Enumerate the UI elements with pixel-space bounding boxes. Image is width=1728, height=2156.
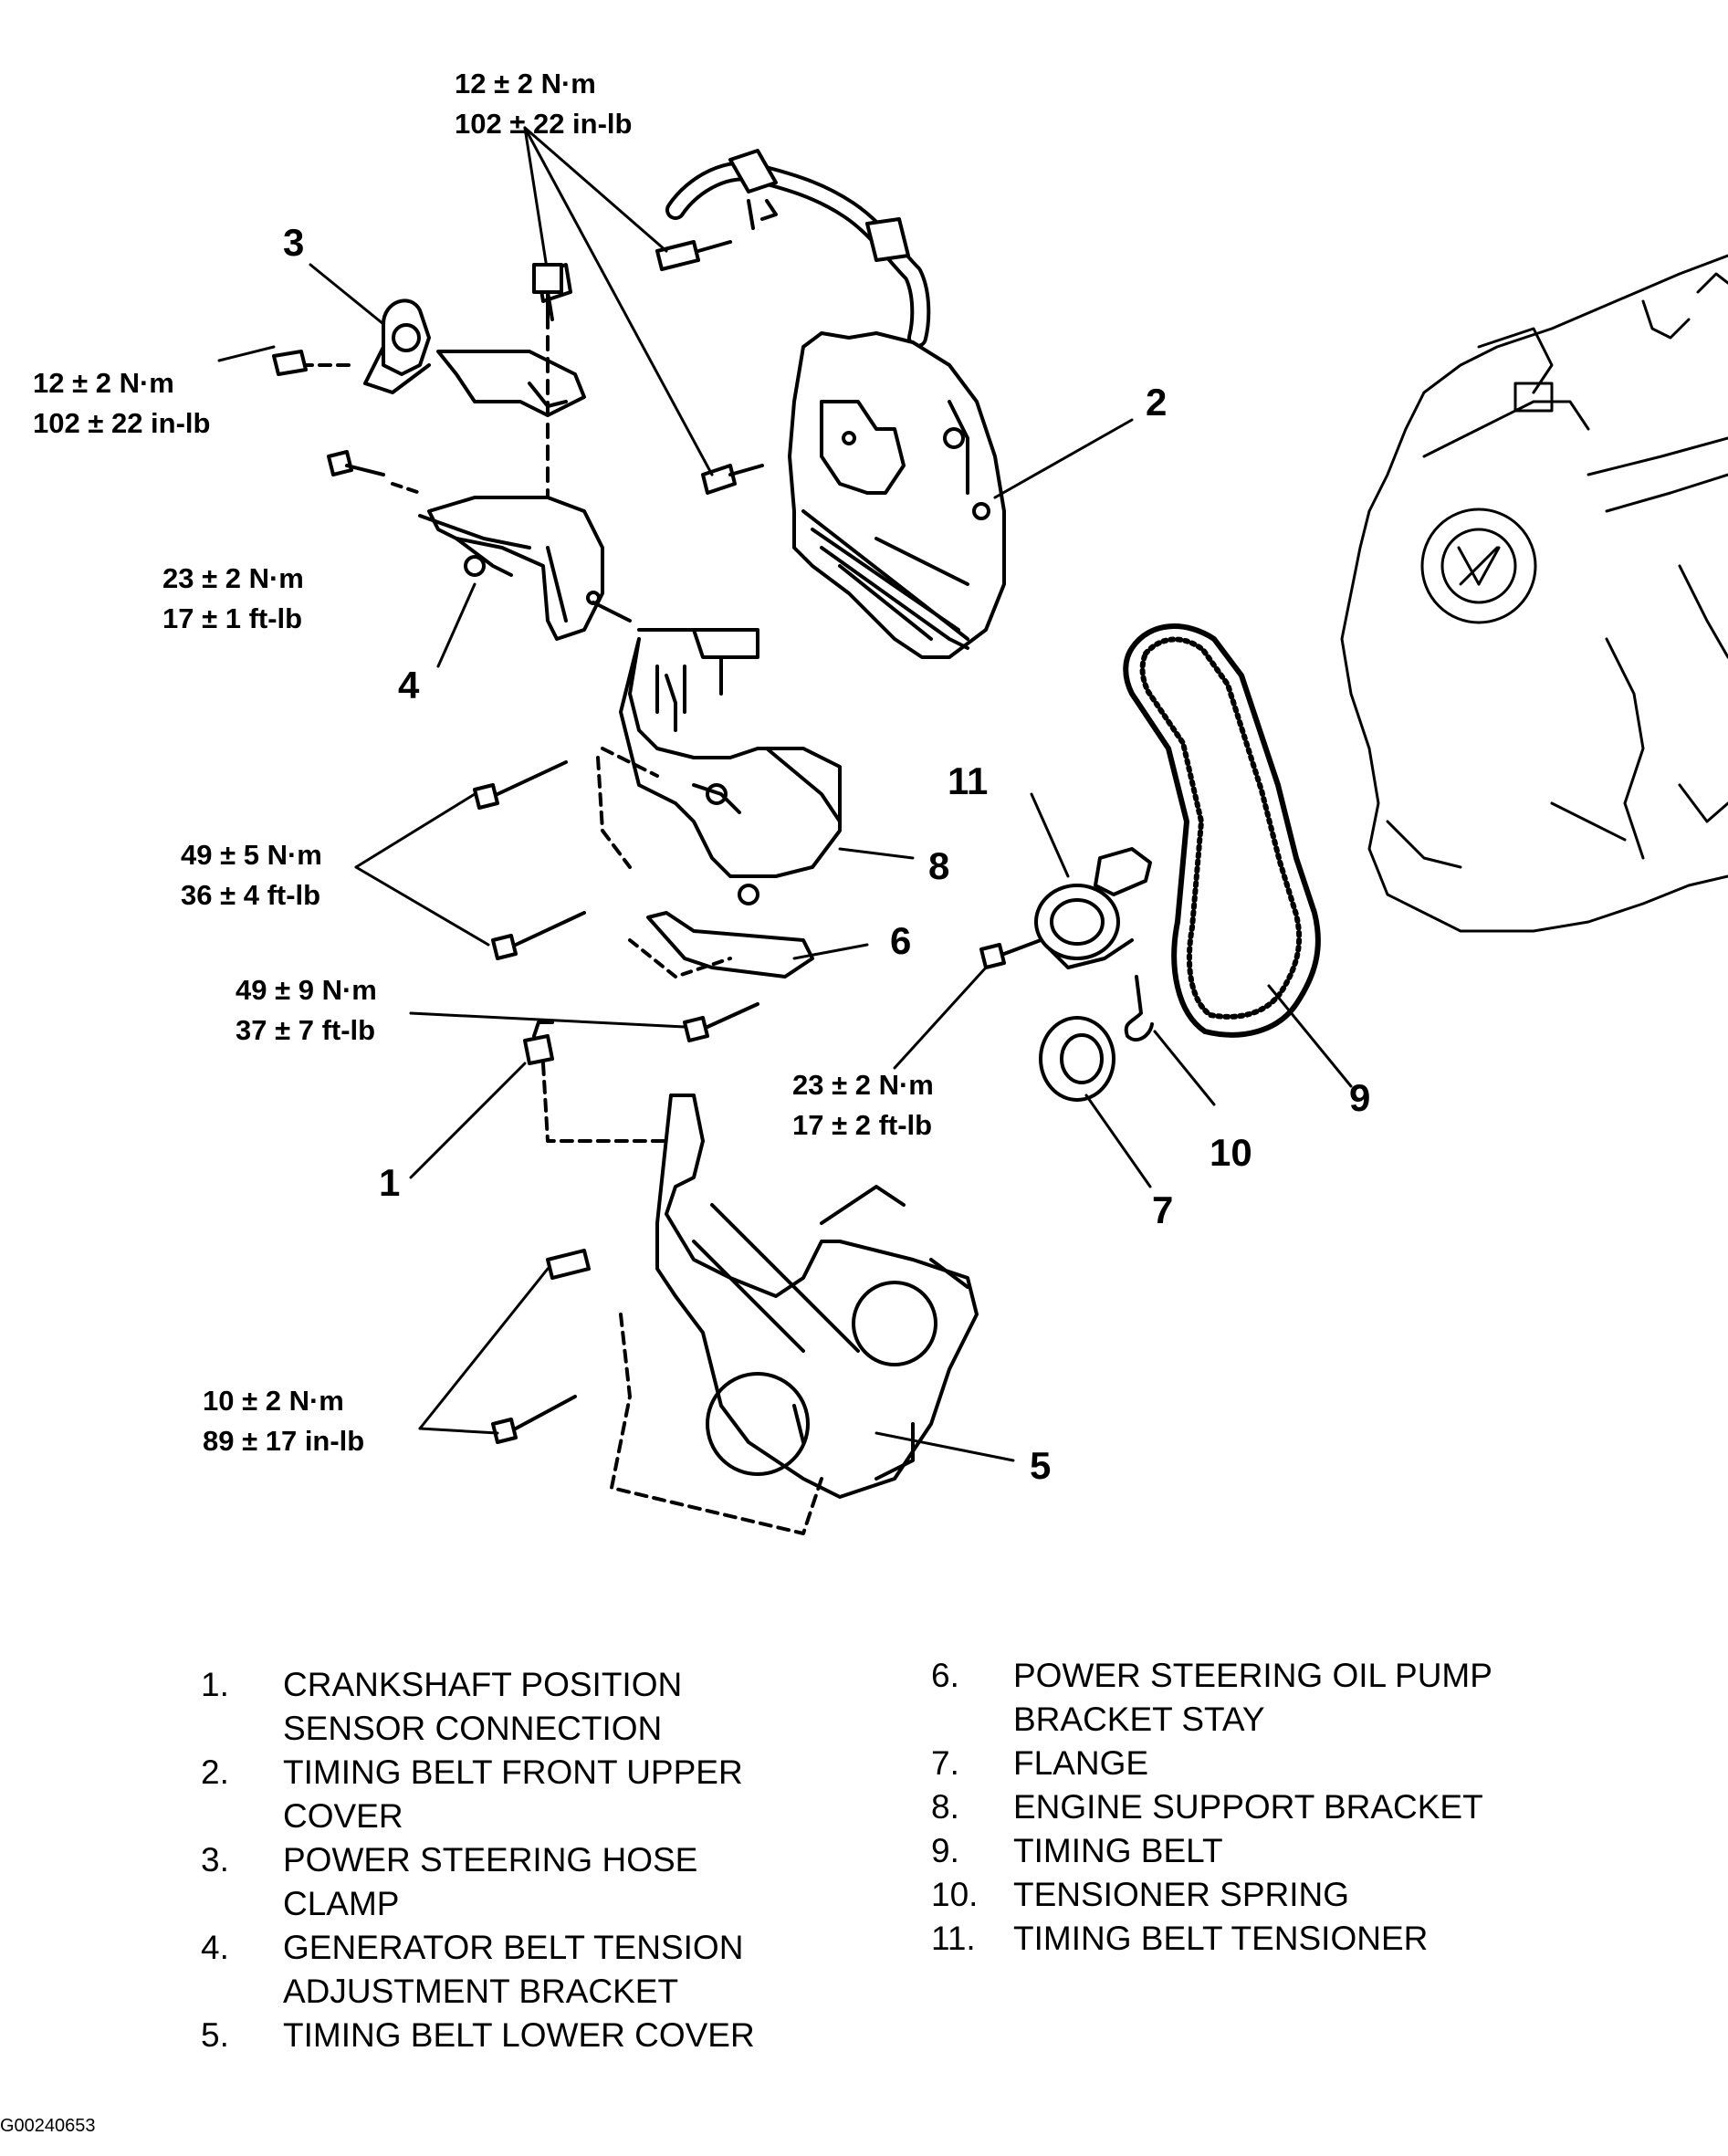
legend-number: 3. [201,1841,229,1879]
torque-nm: 23 ± 2 N·m [162,562,304,594]
torque-imperial: 17 ± 1 ft-lb [162,602,303,634]
power-steering-oil-pump-bracket-stay [628,911,869,979]
legend-number: 7. [931,1744,959,1782]
callout-6: 6 [890,919,912,962]
legend-item: 3. POWER STEERING HOSE CLAMP [201,1838,755,1926]
crankshaft-position-sensor-connection [409,1020,686,1179]
legend-number: 6. [931,1657,959,1694]
power-steering-hose-clamp [272,298,586,417]
legend-text: TIMING BELT TENSIONER [1013,1920,1429,1957]
legend-left: 1. CRANKSHAFT POSITION SENSOR CONNECTION… [201,1663,755,2057]
legend-item: 7. FLANGE [931,1742,1492,1785]
engine-support-bracket [596,628,842,905]
legend-item: 1. CRANKSHAFT POSITION SENSOR CONNECTION [201,1663,755,1751]
torque-spec-hose-clamp-bolt: 12 ± 2 N·m 102 ± 22 in-lb [33,363,210,444]
torque-nm: 23 ± 2 N·m [792,1069,934,1101]
legend-number: 2. [201,1753,229,1791]
callout-4: 4 [398,664,420,706]
support-bracket-bolts [354,760,586,960]
torque-nm: 49 ± 9 N·m [236,974,377,1006]
timing-belt-tensioner [1030,792,1152,969]
legend-text: TENSIONER SPRING [1013,1876,1349,1913]
torque-imperial: 36 ± 4 ft-lb [181,879,321,911]
legend-number: 10. [931,1876,979,1913]
callout-7: 7 [1152,1188,1174,1231]
torque-leader-lines-top [217,126,714,476]
tensioner-bolt [893,938,1042,1070]
upper-cover-bolts [537,240,764,495]
torque-spec-stay-bolt: 49 ± 9 N·m 37 ± 7 ft-lb [236,970,377,1051]
torque-imperial: 17 ± 2 ft-lb [792,1109,933,1141]
callout-leaders [309,263,1134,860]
callout-8: 8 [928,844,950,887]
legend-text: FLANGE [1013,1744,1149,1782]
timing-belt-front-upper-cover [788,331,1006,659]
torque-spec-lower-cover-bolts: 10 ± 2 N·m 89 ± 17 in-lb [203,1381,364,1461]
legend-number: 1. [201,1666,229,1703]
callout-9: 9 [1349,1076,1371,1119]
tensioner-spring [1124,975,1216,1106]
torque-nm: 49 ± 5 N·m [181,839,322,871]
torque-spec-upper-cover-bolts: 12 ± 2 N·m 102 ± 22 in-lb [455,64,632,144]
legend-number: 8. [931,1788,959,1826]
legend-text: TIMING BELT [1013,1832,1223,1869]
stay-bolt [409,1002,759,1042]
legend-number: 11. [931,1920,976,1957]
legend-right: 6. POWER STEERING OIL PUMP BRACKET STAY … [931,1654,1492,1961]
legend-text: POWER STEERING OIL PUMP BRACKET STAY [1013,1657,1492,1738]
legend-number: 5. [201,2016,229,2054]
wiring-harness [665,149,931,348]
legend-item: 11. TIMING BELT TENSIONER [931,1917,1492,1961]
figure-id: G00240653 [0,2116,96,2136]
legend-text: TIMING BELT FRONT UPPER COVER [283,1753,743,1835]
torque-spec-tensioner-bolt: 23 ± 2 N·m 17 ± 2 ft-lb [792,1065,934,1146]
callout-2: 2 [1146,381,1168,424]
torque-imperial: 102 ± 22 in-lb [33,407,211,439]
generator-belt-tension-adjustment-bracket [327,450,632,641]
bracket-bolt-vertical [532,263,563,513]
legend-item: 4. GENERATOR BELT TENSION ADJUSTMENT BRA… [201,1926,755,2014]
torque-spec-support-bracket-bolts: 49 ± 5 N·m 36 ± 4 ft-lb [181,835,322,916]
torque-imperial: 89 ± 17 in-lb [203,1425,365,1457]
torque-nm: 12 ± 2 N·m [33,367,174,399]
legend-text: CRANKSHAFT POSITION SENSOR CONNECTION [283,1666,683,1747]
legend-item: 5. TIMING BELT LOWER COVER [201,2014,755,2057]
timing-belt-lower-cover [418,1094,1015,1535]
legend-item: 8. ENGINE SUPPORT BRACKET [931,1785,1492,1829]
legend-number: 9. [931,1832,959,1869]
torque-nm: 12 ± 2 N·m [455,68,596,99]
legend-item: 9. TIMING BELT [931,1829,1492,1873]
callout-1: 1 [379,1161,401,1204]
legend-number: 4. [201,1929,229,1966]
callout-3: 3 [283,221,305,264]
callout-10: 10 [1210,1131,1252,1174]
legend-item: 6. POWER STEERING OIL PUMP BRACKET STAY [931,1654,1492,1742]
torque-imperial: 102 ± 22 in-lb [455,108,633,140]
legend-text: ENGINE SUPPORT BRACKET [1013,1788,1483,1826]
torque-nm: 10 ± 2 N·m [203,1385,344,1417]
flange [1039,1016,1152,1188]
timing-belt [1123,623,1353,1088]
engine-block [1340,254,1728,933]
torque-spec-adjustment-bracket-bolt: 23 ± 2 N·m 17 ± 1 ft-lb [162,559,304,639]
callout-5: 5 [1030,1444,1052,1487]
callout-11: 11 [948,759,989,802]
legend-item: 10. TENSIONER SPRING [931,1873,1492,1917]
torque-imperial: 37 ± 7 ft-lb [236,1014,376,1046]
legend-text: TIMING BELT LOWER COVER [283,2016,755,2054]
legend-item: 2. TIMING BELT FRONT UPPER COVER [201,1751,755,1838]
legend-text: POWER STEERING HOSE CLAMP [283,1841,698,1922]
legend-text: GENERATOR BELT TENSION ADJUSTMENT BRACKE… [283,1929,744,2010]
